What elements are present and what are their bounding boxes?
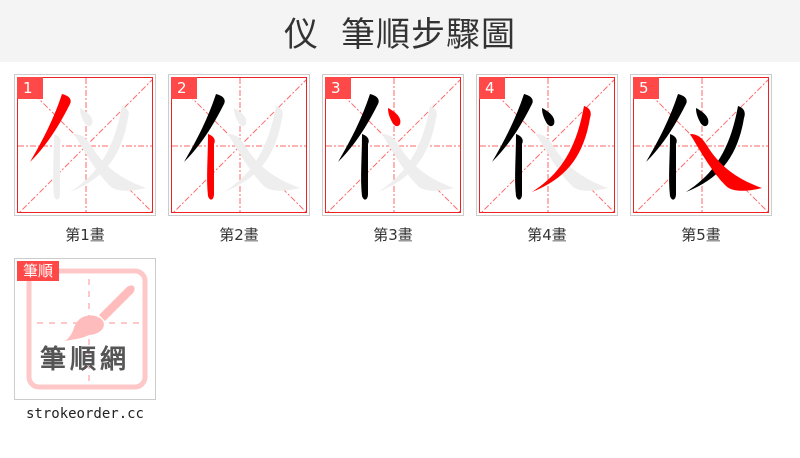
step-label: 第5畫: [681, 226, 721, 244]
stroke-step-4: 4 第4畫: [476, 74, 618, 245]
step-number-badge: 2: [171, 77, 197, 99]
page-header: 仪筆順步驟圖: [0, 0, 800, 62]
logo-tag: 筆順: [17, 261, 60, 281]
stroke-grid-box: 1: [14, 74, 156, 216]
stroke-grid-box: 5: [630, 74, 772, 216]
brush-logo-icon: [26, 268, 148, 390]
step-number-badge: 3: [325, 77, 351, 99]
title-character: 仪: [284, 14, 319, 55]
step-label: 第1畫: [65, 226, 105, 244]
step-label: 第4畫: [527, 226, 567, 244]
site-logo[interactable]: 筆順 筆順網: [14, 258, 156, 400]
step-label: 第3畫: [373, 226, 413, 244]
stroke-grid-box: 3: [322, 74, 464, 216]
page-title: 仪筆順步驟圖: [284, 7, 516, 56]
stroke-step-5: 5 第5畫: [630, 74, 772, 245]
step-number-badge: 1: [17, 77, 43, 99]
stroke-step-1: 1 第1畫: [14, 74, 156, 245]
stroke-step-3: 3 第3畫: [322, 74, 464, 245]
title-text: 筆順步驟圖: [341, 14, 516, 55]
step-number-badge: 4: [479, 77, 505, 99]
step-number-badge: 5: [633, 77, 659, 99]
stroke-grid-box: 2: [168, 74, 310, 216]
stroke-step-2: 2 第2畫: [168, 74, 310, 245]
logo-name: 筆順網: [39, 345, 130, 375]
stroke-grid-box: 4: [476, 74, 618, 216]
step-label: 第2畫: [219, 226, 259, 244]
site-url[interactable]: strokeorder.cc: [25, 406, 144, 422]
